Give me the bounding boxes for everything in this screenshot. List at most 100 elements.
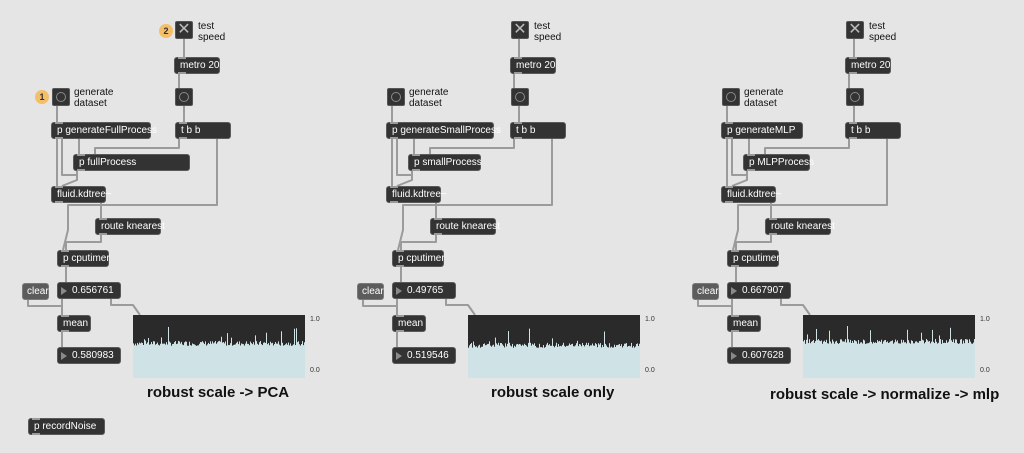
- multislider-bar: [168, 326, 169, 378]
- multislider-bar: [152, 344, 153, 378]
- route-object[interactable]: route knearest: [430, 218, 500, 235]
- multislider-bar: [501, 343, 502, 378]
- bang-metro[interactable]: [846, 88, 864, 106]
- multislider-bar: [254, 344, 255, 378]
- multislider-bar: [932, 329, 933, 378]
- multislider-bar: [524, 343, 525, 378]
- cputimer-object[interactable]: p cputimer: [57, 250, 110, 267]
- multislider-bar: [269, 345, 270, 378]
- multislider-bar: [505, 343, 506, 378]
- metro-object[interactable]: metro 20: [174, 57, 220, 74]
- multislider-bar: [203, 342, 204, 378]
- clear-message[interactable]: clear: [357, 283, 384, 300]
- multislider-bar: [514, 345, 515, 378]
- clear-message[interactable]: clear: [692, 283, 719, 300]
- bang-icon: [515, 92, 525, 102]
- time-number-box[interactable]: 0.49765: [392, 282, 456, 299]
- multislider-display[interactable]: [468, 315, 640, 378]
- metro-object[interactable]: metro 20: [510, 57, 556, 74]
- multislider-bar: [237, 341, 238, 378]
- bang-metro[interactable]: [175, 88, 193, 106]
- multislider-bar: [251, 343, 252, 378]
- multislider-bar: [161, 337, 162, 378]
- multislider-bar: [284, 345, 285, 378]
- multislider-bar: [248, 343, 249, 378]
- toggle-test-speed[interactable]: ✕: [846, 21, 864, 39]
- process-object[interactable]: p smallProcess: [408, 154, 482, 171]
- record-noise-object[interactable]: p recordNoise: [28, 418, 105, 435]
- time-number-box[interactable]: 0.656761: [57, 282, 121, 299]
- multislider-bar: [151, 341, 152, 378]
- multislider-bar: [180, 343, 181, 378]
- multislider-bar: [855, 340, 856, 378]
- multislider-bar: [569, 343, 570, 378]
- multislider-bar: [204, 344, 205, 378]
- generate-object[interactable]: p generateSmallProcess: [386, 122, 501, 139]
- mean-number-box[interactable]: 0.519546: [392, 347, 456, 364]
- multislider-bar: [621, 344, 622, 378]
- trigger-object[interactable]: t b b: [510, 122, 566, 139]
- cputimer-object[interactable]: p cputimer: [727, 250, 780, 267]
- multislider-bar: [852, 340, 853, 378]
- multislider-bar: [285, 344, 286, 378]
- mean-object[interactable]: mean: [392, 315, 426, 332]
- multislider-bar: [258, 344, 259, 378]
- mean-object[interactable]: mean: [727, 315, 761, 332]
- bang-metro[interactable]: [511, 88, 529, 106]
- multislider-bar: [227, 333, 228, 378]
- route-object[interactable]: route knearest: [95, 218, 165, 235]
- multislider-bar: [253, 342, 254, 378]
- kdtree-object[interactable]: fluid.kdtree~: [386, 186, 447, 203]
- comment-test-speed: test speed: [534, 21, 562, 43]
- metro-object[interactable]: metro 20: [845, 57, 891, 74]
- multislider-bar: [951, 340, 952, 378]
- multislider-bar: [924, 343, 925, 378]
- multislider-display[interactable]: [803, 315, 975, 378]
- multislider-bar: [871, 341, 872, 378]
- multislider-bar: [142, 343, 143, 378]
- multislider-bar: [938, 342, 939, 378]
- mean-value: 0.607628: [742, 350, 784, 361]
- multislider-bar: [808, 343, 809, 378]
- multislider-bar: [566, 345, 567, 378]
- multislider-bar: [618, 344, 619, 378]
- multislider-bar: [627, 346, 628, 378]
- mean-object[interactable]: mean: [57, 315, 91, 332]
- multislider-bar: [280, 345, 281, 378]
- multislider-bar: [856, 341, 857, 378]
- multislider-bar: [197, 345, 198, 378]
- time-value: 0.49765: [407, 285, 444, 296]
- multislider-bar: [598, 343, 599, 378]
- multislider-bars: [803, 326, 975, 378]
- trigger-object[interactable]: t b b: [175, 122, 231, 139]
- route-object[interactable]: route knearest: [765, 218, 835, 235]
- multislider-bar: [558, 343, 559, 378]
- patch-cord: [65, 235, 102, 250]
- bang-generate-dataset[interactable]: [722, 88, 740, 106]
- mean-number-box[interactable]: 0.580983: [57, 347, 121, 364]
- generate-object[interactable]: p generateFullProcess: [51, 122, 157, 139]
- multislider-bar: [256, 341, 257, 378]
- multislider-bar: [804, 339, 805, 378]
- multislider-bar: [842, 341, 843, 378]
- multislider-bar: [195, 345, 196, 378]
- cputimer-object[interactable]: p cputimer: [392, 250, 445, 267]
- process-object[interactable]: p MLPProcess: [743, 154, 814, 171]
- bang-generate-dataset[interactable]: [387, 88, 405, 106]
- kdtree-object[interactable]: fluid.kdtree~: [51, 186, 112, 203]
- time-number-box[interactable]: 0.667907: [727, 282, 791, 299]
- multislider-bar: [292, 345, 293, 378]
- generate-object[interactable]: p generateMLP: [721, 122, 803, 139]
- multislider-bar: [605, 343, 606, 378]
- process-object[interactable]: p fullProcess: [73, 154, 190, 171]
- mean-number-box[interactable]: 0.607628: [727, 347, 791, 364]
- multislider-bar: [901, 339, 902, 378]
- kdtree-object[interactable]: fluid.kdtree~: [721, 186, 782, 203]
- toggle-test-speed[interactable]: ✕: [511, 21, 529, 39]
- multislider-bar: [586, 342, 587, 378]
- trigger-object[interactable]: t b b: [845, 122, 901, 139]
- multislider-display[interactable]: [133, 315, 305, 378]
- toggle-test-speed[interactable]: ✕: [175, 21, 193, 39]
- clear-message[interactable]: clear: [22, 283, 49, 300]
- bang-generate-dataset[interactable]: [52, 88, 70, 106]
